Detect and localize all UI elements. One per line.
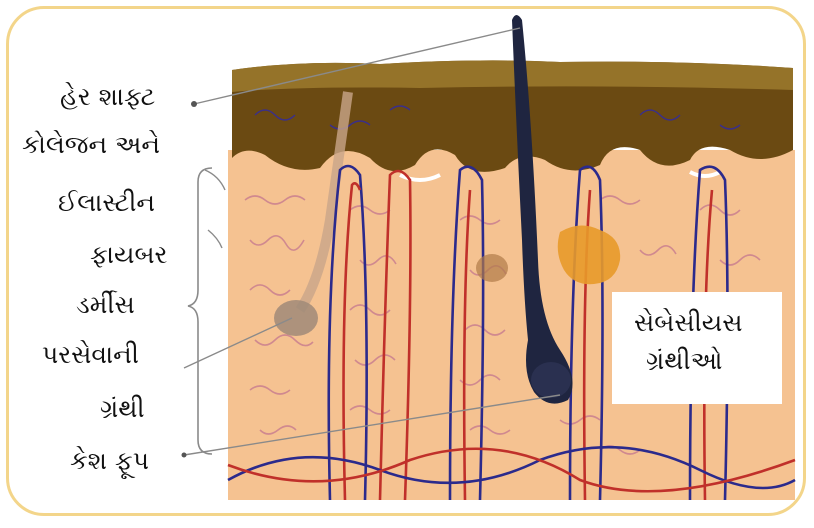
- pointer-dot-follicle: [182, 453, 187, 458]
- sweat-gland: [274, 300, 318, 336]
- label-follicle: કેશ ફૂપ: [70, 446, 149, 476]
- label-collagen-line1: કોલેજન અને: [22, 130, 160, 160]
- hair-bulb: [531, 362, 571, 398]
- label-sweat-line2: ગ્રંથી: [100, 394, 145, 424]
- label-sebaceous-line1: સેબેસીયસ: [634, 304, 782, 342]
- label-collagen-line3: ફાયબર: [90, 240, 167, 270]
- label-hair-shaft: હેર શાફ્ટ: [60, 82, 155, 112]
- label-sebaceous-line2: ગ્રંથીઓ: [634, 342, 782, 380]
- sebaceous-gland-left: [476, 254, 508, 282]
- sebaceous-label-box: સેબેસીયસ ગ્રંથીઓ: [612, 292, 782, 404]
- dermis-bracket: [188, 168, 212, 454]
- label-dermis: ડર્મીસ: [76, 290, 135, 320]
- label-sweat-line1: પરસેવાની: [42, 340, 139, 370]
- pointer-dot-hair: [191, 101, 197, 107]
- label-collagen-line2: ઈલાસ્ટીન: [58, 188, 155, 218]
